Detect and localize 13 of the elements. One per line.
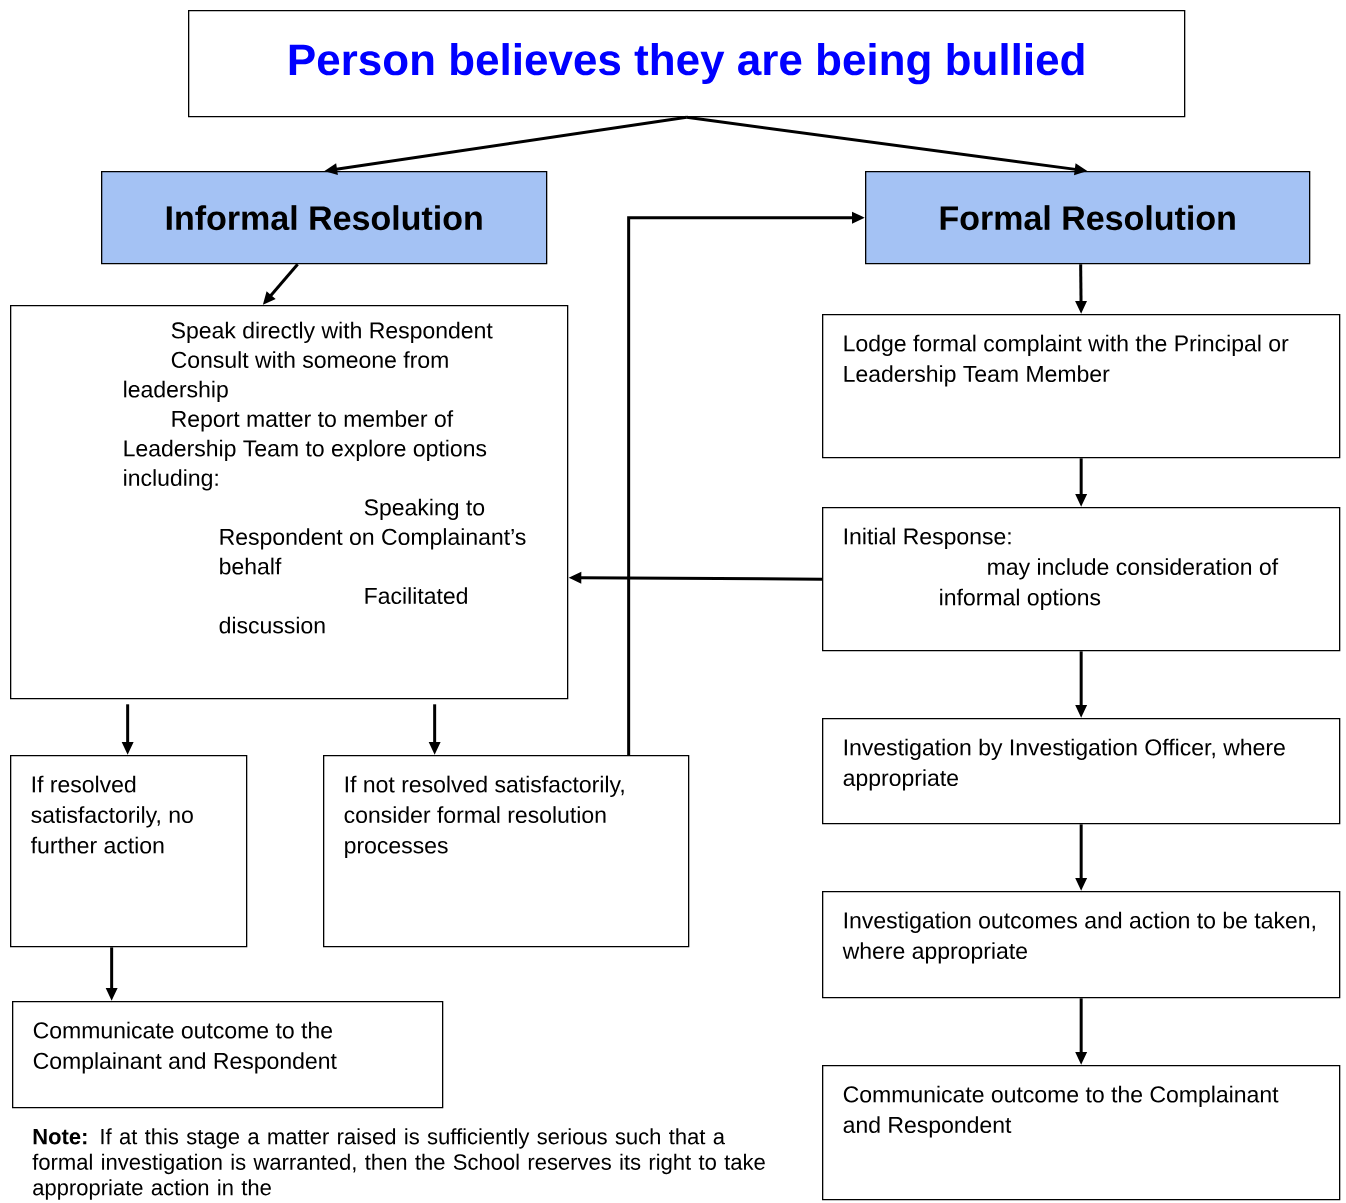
- process-box: Investigation outcomes and action to be taken, where appropriate: [822, 891, 1341, 999]
- title-box: Person believes they are being bullied: [188, 10, 1186, 118]
- note-text: Note: If at this stage a matter raised is sufficiently serious such that a formal investigation is warranted, then the School reserves its right to take appropriate action in the: [32, 1128, 765, 1200]
- heading-box: Formal Resolution: [865, 171, 1311, 265]
- process-box: Initial Response: may include consideration of informal options: [822, 507, 1341, 652]
- options-box: Speak directly with Respondent Consult with someone from leadership Report matter to member of Leadership Team to explore options including: Speaking to Respondent on Complainant’s behalf Facilitated discussion: [10, 305, 569, 700]
- heading-box: Informal Resolution: [101, 171, 548, 265]
- process-box: If resolved satisfactorily, no further action: [10, 755, 248, 948]
- process-box: Lodge formal complaint with the Principal or Leadership Team Member: [822, 314, 1341, 459]
- process-box: Communicate outcome to the Complainant and Respondent: [822, 1065, 1341, 1201]
- process-box: If not resolved satisfactorily, consider formal resolution processes: [323, 755, 690, 948]
- process-box: Investigation by Investigation Officer, where appropriate: [822, 718, 1341, 825]
- process-box: Communicate outcome to the Complainant and Respondent: [12, 1001, 444, 1109]
